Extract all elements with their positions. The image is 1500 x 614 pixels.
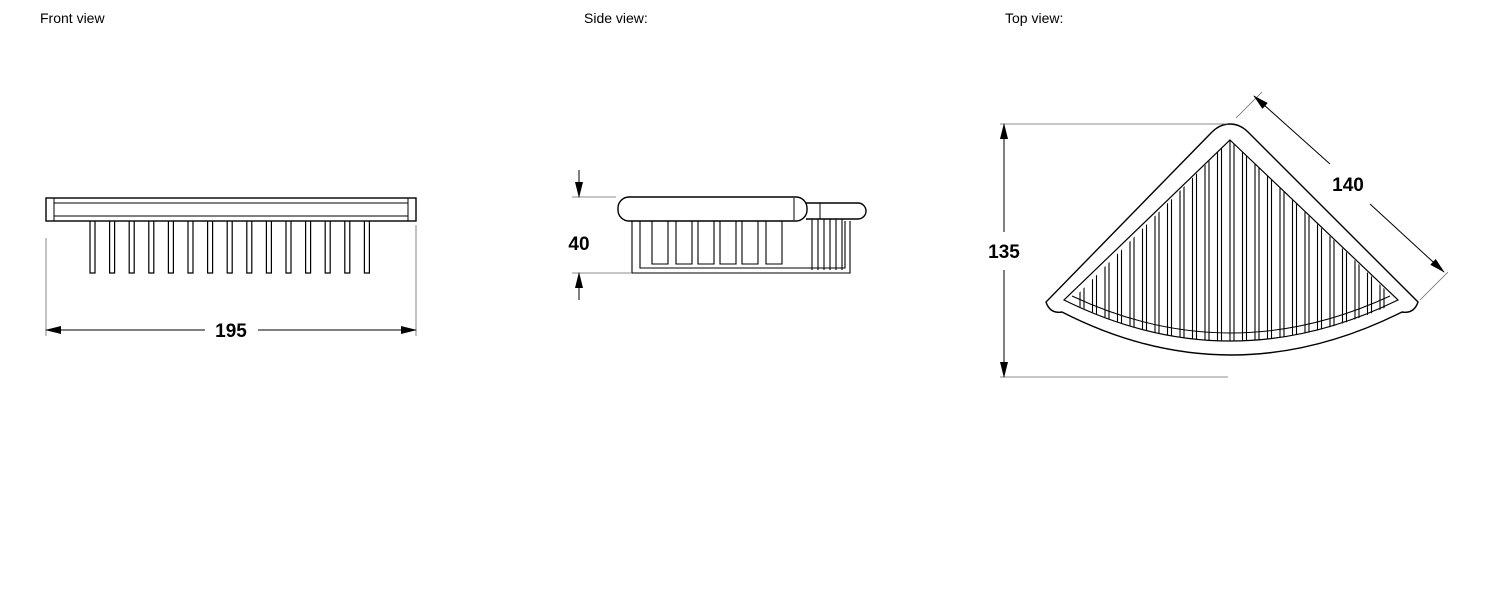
top-wire-bar: [1204, 140, 1210, 341]
side-wire-loop: [697, 221, 715, 265]
top-view: [1000, 91, 1449, 378]
top-wire-bar: [1241, 140, 1248, 341]
side-bracket: [806, 202, 867, 220]
front-wire-bar: [207, 221, 214, 274]
top-wire-bar: [1116, 140, 1123, 341]
top-wire-bar: [1291, 140, 1298, 341]
front-rail-inner: [53, 202, 409, 217]
top-wire-bar: [1216, 140, 1223, 341]
front-view-title: Front view: [40, 10, 105, 26]
top-dimension-diagonal-label: 140: [1332, 175, 1364, 196]
front-wire-bar: [305, 221, 312, 274]
side-wire-loop: [719, 221, 737, 265]
top-inner-frame: [1062, 139, 1400, 342]
top-wire-bars: [1079, 140, 1385, 341]
side-dimension-label: 40: [568, 234, 589, 255]
top-wire-bar: [1316, 140, 1323, 341]
top-wire-bar: [1091, 140, 1098, 341]
top-wire-bar: [1191, 140, 1198, 341]
top-diag-extension-2: [1419, 271, 1449, 301]
front-wire-bar: [246, 221, 253, 274]
top-view-title: Top view:: [1005, 10, 1064, 26]
top-wire-bar: [1304, 140, 1310, 341]
top-wire-bar: [1166, 140, 1173, 341]
front-wire-bar: [128, 221, 135, 274]
front-rail: [45, 197, 417, 222]
top-wire-bar: [1366, 140, 1373, 341]
front-view: [45, 197, 417, 336]
side-rail: [617, 196, 808, 222]
front-wire-bar: [109, 221, 116, 274]
side-view-title: Side view:: [584, 10, 648, 26]
top-wire-bar: [1154, 140, 1160, 341]
front-wire-bar: [363, 221, 370, 274]
top-wire-bar: [1254, 140, 1260, 341]
top-wire-bar: [1129, 140, 1135, 341]
front-wire-bar: [89, 221, 96, 274]
side-wire-loop: [675, 221, 693, 265]
side-basket-inner: [639, 221, 846, 269]
top-wire-bar: [1341, 140, 1348, 341]
top-wire-bar: [1266, 140, 1273, 341]
top-wire-bar: [1329, 140, 1335, 341]
top-dimension-height-label: 135: [988, 242, 1020, 263]
side-wire-frame: [631, 219, 851, 274]
front-wire-bars: [89, 221, 370, 274]
side-view: [572, 170, 867, 300]
front-wire-bar: [324, 221, 331, 274]
front-wire-bar: [187, 221, 194, 274]
top-outer-frame: [1045, 123, 1419, 356]
front-wire-bar: [148, 221, 155, 274]
front-wire-bar: [265, 221, 272, 274]
top-wire-bar: [1229, 140, 1235, 341]
front-wire-bar: [226, 221, 233, 274]
side-basket-outline: [631, 221, 851, 274]
front-wire-bar: [285, 221, 292, 274]
top-diag-arrow-2: [1369, 203, 1445, 273]
top-diag-extension-1: [1235, 91, 1263, 119]
top-wire-bar: [1079, 140, 1085, 341]
side-wire-loop: [765, 221, 783, 265]
front-wire-bar: [167, 221, 174, 274]
top-diag-arrow-1: [1253, 95, 1331, 165]
front-dimension-label: 195: [215, 321, 247, 342]
side-wire-loop: [741, 221, 759, 265]
top-wire-bar: [1379, 140, 1385, 341]
front-wire-bar: [344, 221, 351, 274]
side-wire-loop: [651, 221, 669, 265]
top-wire-bar: [1141, 140, 1148, 341]
